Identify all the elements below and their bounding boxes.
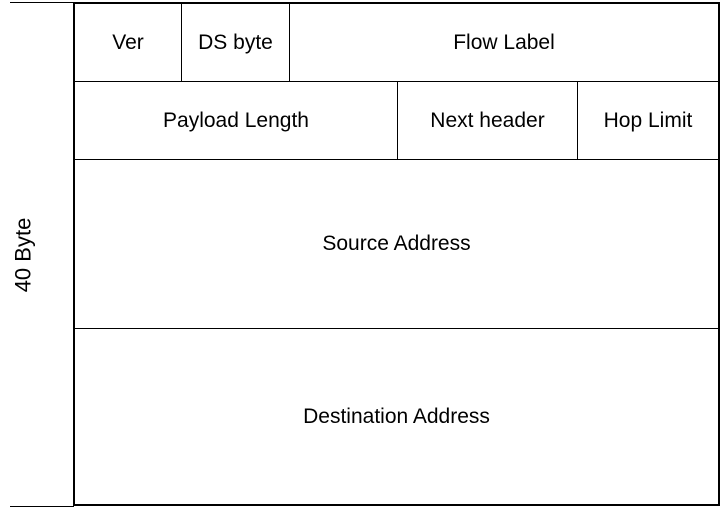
row-destination-address: Destination Address <box>75 329 718 504</box>
field-version: Ver <box>75 4 182 81</box>
field-flow-label: Flow Label <box>453 30 555 54</box>
header-box: Ver DS byte Flow Label Payload Length Ne… <box>73 2 720 506</box>
row-version-ds-flow: Ver DS byte Flow Label <box>75 4 718 82</box>
bracket-bottom-line <box>10 506 74 507</box>
field-hop-limit: Hop Limit <box>603 108 693 132</box>
row-source-address: Source Address <box>75 160 718 329</box>
field-destination-address: Destination Address <box>303 404 490 428</box>
field-next-header: Next header <box>398 82 578 159</box>
size-label: 40 Byte <box>3 180 43 330</box>
bracket-top-line <box>10 2 74 3</box>
field-ds-byte: DS byte <box>182 4 290 81</box>
field-source-address: Source Address <box>322 232 471 255</box>
size-label-text: 40 Byte <box>10 217 36 293</box>
field-payload-length: Payload Length <box>75 82 398 159</box>
row-length-next-hop: Payload Length Next header Hop Limit <box>75 82 718 160</box>
